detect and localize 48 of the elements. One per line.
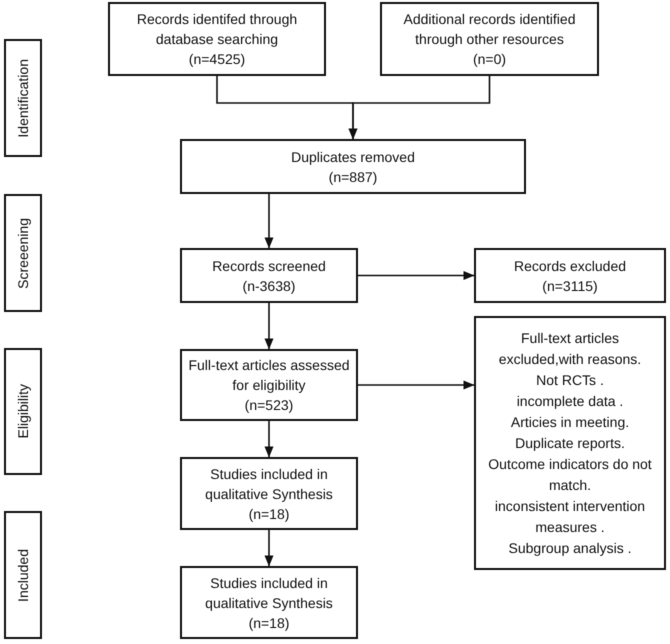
box-text: (n=18) — [248, 504, 290, 524]
stage-box — [4, 348, 42, 475]
stage-label: Included — [14, 548, 32, 602]
arrow — [264, 194, 274, 248]
process-box — [180, 248, 358, 303]
arrow — [264, 303, 274, 350]
box-text: (n=0) — [472, 50, 506, 69]
box-text: Duplicates removed — [291, 148, 415, 166]
arrow — [358, 271, 474, 280]
box-text: Full-text articles assessed for eligibility — [187, 356, 351, 395]
process-box — [108, 2, 326, 76]
arrow — [264, 421, 274, 458]
stage-label: Eligibility — [14, 384, 32, 439]
exclusion-reason: Full-text articles excluded,with reasons. — [498, 328, 642, 368]
box-text: Studies included in qualitative Synthesis — [204, 574, 334, 612]
stage-label: Screeening — [14, 218, 32, 288]
process-box — [180, 566, 358, 639]
box-text: Records screened — [212, 256, 326, 276]
stage-box — [4, 511, 42, 639]
process-box — [380, 2, 599, 76]
box-text: (n=887) — [328, 168, 378, 186]
box-text: (n=523) — [244, 396, 294, 415]
stage-box — [4, 194, 42, 312]
box-text: (n=4525) — [188, 50, 246, 69]
box-text: Additional records identified through other resources — [402, 10, 576, 49]
arrow — [264, 530, 274, 566]
box-text: (n-3638) — [242, 276, 296, 296]
stage-label: Identification — [14, 58, 32, 138]
box-text: Records excluded — [514, 256, 626, 276]
exclusion-reason: inconsistent intervention measures . — [494, 496, 646, 536]
exclusion-reason: Not RCTs . — [536, 370, 604, 390]
stage-box — [4, 39, 42, 157]
exclusion-reason: Duplicate reports. — [515, 434, 625, 453]
box-text: Studies included in qualitative Synthesis — [204, 464, 334, 504]
process-box — [180, 349, 358, 421]
process-box — [474, 248, 666, 303]
exclusion-reason: Outcome indicators do not match. — [487, 454, 653, 494]
box-text: (n=3115) — [542, 276, 598, 296]
process-box — [474, 316, 666, 570]
box-text: Records identifed through database searching — [136, 10, 298, 49]
arrow — [348, 76, 490, 140]
process-box — [180, 457, 358, 530]
exclusion-reason: incomplete data . — [516, 392, 624, 411]
process-box — [180, 139, 526, 194]
arrow — [358, 380, 474, 390]
exclusion-reason: Articies in meeting. — [510, 412, 630, 432]
exclusion-reason: Subgroup analysis . — [508, 538, 632, 558]
box-text: (n=18) — [248, 614, 290, 632]
